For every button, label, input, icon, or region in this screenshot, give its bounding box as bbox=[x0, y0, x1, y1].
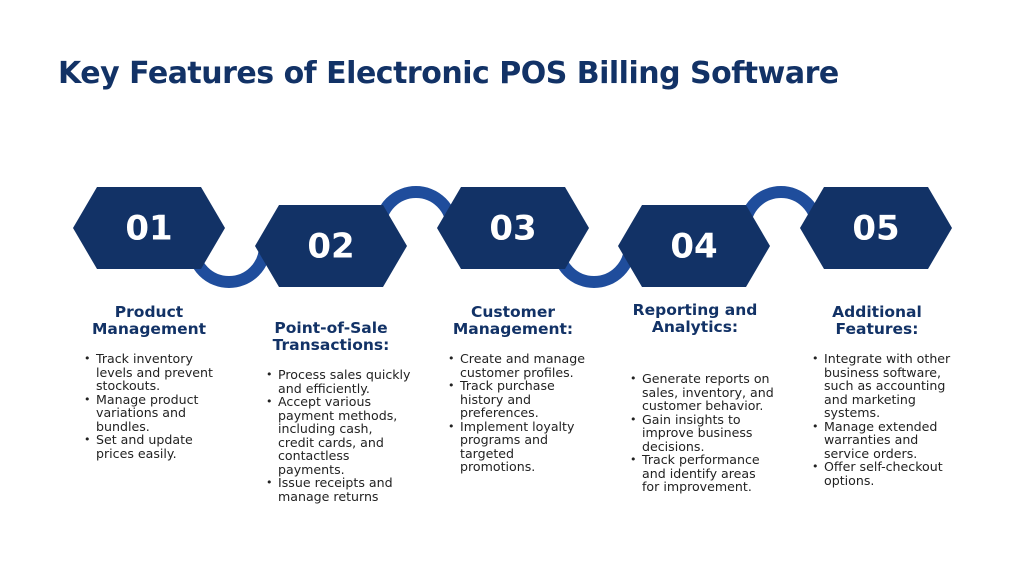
list-item: Create and manage customer profiles. bbox=[448, 352, 588, 379]
list-item: Generate reports on sales, inventory, an… bbox=[630, 372, 775, 413]
list-item: Accept various payment methods, includin… bbox=[266, 395, 411, 476]
list-item: Gain insights to improve business decisi… bbox=[630, 412, 775, 454]
feature-heading: Additional Features: bbox=[832, 303, 922, 338]
feature-hexagon-1: 01 bbox=[73, 187, 225, 269]
list-item: Manage extended warranties and service o… bbox=[812, 419, 962, 461]
hexagon-shape bbox=[255, 205, 407, 287]
feature-column-5: Additional Features: Integrate with othe… bbox=[792, 304, 962, 487]
page-title: Key Features of Electronic POS Billing S… bbox=[58, 56, 839, 91]
feature-list: Create and manage customer profiles. Tra… bbox=[428, 352, 588, 474]
feature-list: Generate reports on sales, inventory, an… bbox=[610, 372, 775, 494]
list-item: Offer self-checkout options. bbox=[812, 460, 962, 487]
feature-list: Integrate with other business software, … bbox=[792, 352, 962, 487]
feature-hexagon-5: 05 bbox=[800, 187, 952, 269]
feature-list: Track inventory levels and prevent stock… bbox=[64, 352, 224, 460]
list-item: Process sales quickly and efficiently. bbox=[266, 368, 411, 395]
hexagon-shape bbox=[437, 187, 589, 269]
list-item: Track performance and identify areas for… bbox=[630, 453, 775, 494]
feature-hexagon-4: 04 bbox=[618, 205, 770, 287]
hexagon-shape bbox=[73, 187, 225, 269]
feature-list: Process sales quickly and efficiently. A… bbox=[246, 368, 411, 503]
feature-heading: Point-of-Sale Transactions: bbox=[272, 319, 390, 354]
hexagon-number: 04 bbox=[670, 227, 717, 267]
hexagon-shape bbox=[618, 205, 770, 287]
feature-heading: Product Management bbox=[91, 303, 207, 338]
list-item: Set and update prices easily. bbox=[84, 433, 224, 460]
feature-hexagon-2: 02 bbox=[255, 205, 407, 287]
list-item: Track purchase history and preferences. bbox=[448, 379, 588, 420]
feature-column-2: Point-of-Sale Transactions: Process sale… bbox=[246, 320, 416, 503]
hexagon-shape bbox=[800, 187, 952, 269]
list-item: Integrate with other business software, … bbox=[812, 352, 962, 420]
feature-column-4: Reporting and Analytics: Generate report… bbox=[610, 302, 780, 494]
list-item: Manage product variations and bundles. bbox=[84, 392, 224, 434]
hexagon-number: 05 bbox=[852, 209, 899, 249]
feature-heading: Reporting and Analytics: bbox=[632, 301, 758, 336]
list-item: Implement loyalty programs and targeted … bbox=[448, 419, 588, 474]
list-item: Issue receipts and manage returns bbox=[266, 476, 411, 503]
feature-column-1: Product Management Track inventory level… bbox=[64, 304, 234, 460]
hexagon-number: 01 bbox=[125, 209, 172, 249]
hexagon-number: 03 bbox=[489, 209, 536, 249]
hexagon-number: 02 bbox=[307, 227, 354, 267]
feature-column-3: Customer Management: Create and manage c… bbox=[428, 304, 598, 474]
feature-hexagon-3: 03 bbox=[437, 187, 589, 269]
feature-heading: Customer Management: bbox=[452, 303, 574, 338]
list-item: Track inventory levels and prevent stock… bbox=[84, 352, 224, 393]
